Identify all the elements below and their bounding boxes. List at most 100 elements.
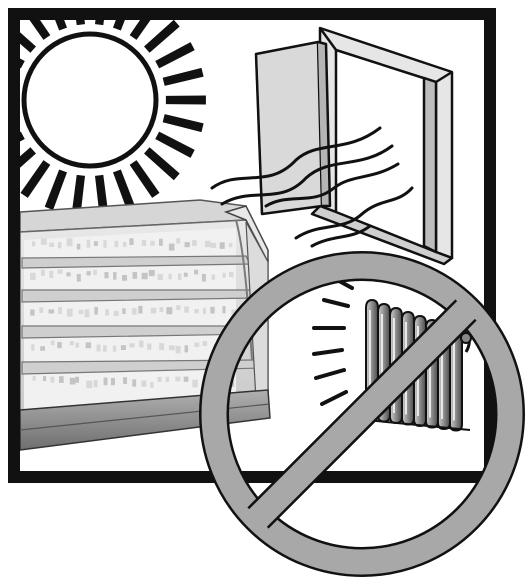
product-item (41, 238, 47, 244)
product-item (115, 241, 119, 247)
product-item (70, 341, 74, 345)
product-item (185, 345, 189, 352)
product-item (142, 240, 146, 246)
product-item (205, 241, 211, 247)
product-item (203, 308, 206, 314)
product-item (86, 342, 91, 348)
product-item (94, 307, 97, 315)
product-item (211, 243, 217, 248)
product-item (142, 273, 148, 280)
product-item (76, 342, 79, 347)
product-item (129, 238, 133, 245)
product-item (212, 274, 216, 279)
product-item (229, 272, 234, 277)
product-item (66, 272, 70, 276)
product-item (113, 272, 116, 280)
product-item (70, 378, 76, 385)
product-item (85, 309, 90, 317)
product-item (159, 343, 164, 350)
product-item (141, 380, 146, 386)
product-item (49, 271, 53, 278)
product-item (176, 346, 181, 353)
product-item (151, 308, 157, 314)
product-item (58, 307, 62, 314)
sun-ray (166, 96, 206, 105)
product-item (194, 343, 199, 347)
product-item (97, 345, 101, 352)
product-item (93, 270, 97, 275)
product-item (132, 308, 137, 314)
product-item (103, 240, 106, 248)
product-item (184, 306, 189, 312)
product-item (176, 238, 180, 243)
product-item (104, 272, 108, 278)
product-item (94, 380, 98, 387)
product-item (192, 380, 198, 388)
product-item (30, 273, 35, 280)
product-item (194, 270, 198, 275)
product-item (87, 271, 91, 275)
product-item (133, 272, 137, 279)
product-item (67, 238, 73, 246)
product-item (33, 376, 36, 381)
product-item (159, 239, 163, 246)
product-item (75, 377, 79, 383)
product-item (41, 270, 45, 276)
product-item (49, 243, 54, 247)
product-item (149, 270, 155, 276)
product-item (122, 308, 125, 314)
product-item (79, 310, 83, 314)
product-item (223, 273, 226, 278)
product-item (32, 241, 35, 246)
product-item (194, 309, 198, 313)
product-item (30, 309, 34, 315)
product-item (67, 309, 73, 317)
product-item (39, 307, 43, 313)
product-item (77, 274, 81, 282)
product-item (77, 244, 81, 250)
product-item (184, 273, 188, 277)
product-item (185, 242, 190, 247)
product-item (192, 240, 197, 246)
product-item (59, 376, 64, 383)
product-item (150, 241, 154, 246)
product-item (111, 378, 115, 385)
product-item (94, 241, 98, 246)
product-item (58, 242, 61, 248)
product-item (166, 307, 172, 314)
product-item (222, 306, 225, 313)
product-item (184, 377, 189, 382)
product-item (132, 379, 136, 386)
product-item (129, 343, 134, 347)
product-item (58, 270, 63, 274)
product-item (202, 274, 206, 282)
product-item (169, 274, 172, 279)
product-item (43, 376, 46, 381)
product-item (178, 273, 181, 280)
product-item (166, 377, 170, 382)
product-item (113, 346, 116, 352)
product-item (158, 377, 162, 382)
product-item (123, 377, 127, 384)
product-item (114, 311, 119, 316)
product-item (158, 274, 163, 280)
product-item (104, 377, 108, 385)
product-item (49, 309, 55, 313)
product-item (169, 244, 175, 251)
product-item (175, 377, 180, 382)
product-item (210, 307, 214, 314)
product-item (169, 345, 175, 350)
product-item (139, 341, 143, 348)
product-item (203, 341, 208, 346)
product-item (40, 346, 45, 351)
product-item (176, 305, 180, 310)
product-item (122, 275, 127, 281)
product-item (31, 344, 34, 351)
product-item (50, 377, 54, 383)
product-item (220, 242, 225, 249)
product-item (150, 382, 153, 388)
product-item (160, 307, 164, 312)
product-item (86, 381, 92, 389)
product-item (121, 345, 126, 350)
